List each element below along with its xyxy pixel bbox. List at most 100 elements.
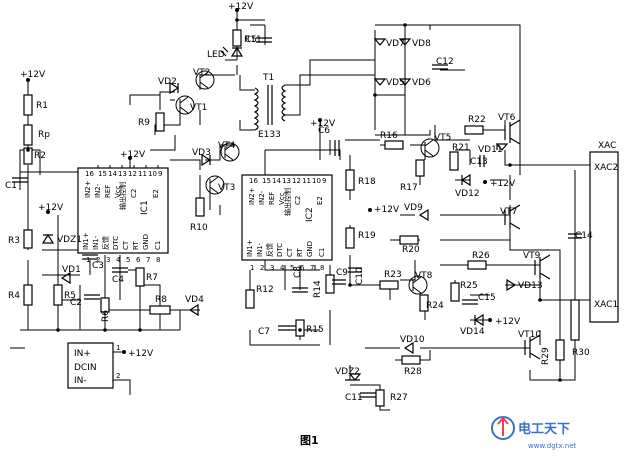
svg-text:XAC1: XAC1 [594, 300, 618, 310]
svg-text:1: 1 [116, 344, 120, 352]
svg-text:VT7: VT7 [500, 207, 517, 217]
svg-text:+12V: +12V [374, 205, 400, 215]
svg-text:VD5: VD5 [386, 78, 405, 88]
svg-text:VD14: VD14 [460, 327, 485, 337]
svg-text:R12: R12 [256, 285, 274, 295]
svg-text:R24: R24 [426, 301, 444, 311]
svg-text:5: 5 [290, 264, 294, 272]
ic-1: IC1 输出控制 IN2+ IN2- REF Vcc C2 E2 IN1+ IN… [77, 167, 169, 264]
svg-text:10: 10 [148, 170, 157, 178]
svg-text:3: 3 [270, 264, 274, 272]
svg-text:E133: E133 [258, 130, 281, 140]
svg-text:GND: GND [142, 234, 150, 250]
svg-text:DCIN: DCIN [74, 363, 97, 373]
svg-text:VT10: VT10 [518, 330, 541, 340]
output-connector: XAC XAC2 XAC1 [589, 141, 619, 323]
svg-text:C2: C2 [294, 196, 302, 205]
svg-text:VD9: VD9 [404, 203, 423, 213]
svg-text:R19: R19 [358, 231, 376, 241]
svg-text:R25: R25 [460, 281, 478, 291]
svg-text:+12V: +12V [120, 150, 146, 160]
svg-text:R2: R2 [34, 151, 46, 161]
svg-text:C15: C15 [478, 293, 496, 303]
svg-text:Vcc: Vcc [114, 185, 122, 198]
svg-text:XAC2: XAC2 [594, 163, 618, 173]
svg-text:VT9: VT9 [523, 251, 541, 261]
dcin-connector: IN+ DCIN IN- +12V 1 2 [67, 342, 154, 395]
svg-text:VT3: VT3 [218, 183, 235, 193]
svg-text:2: 2 [116, 372, 120, 380]
svg-text:VT4: VT4 [218, 141, 236, 151]
svg-text:C9: C9 [336, 268, 348, 278]
svg-text:C8: C8 [293, 266, 303, 278]
svg-text:6: 6 [136, 256, 141, 264]
svg-text:R30: R30 [572, 348, 590, 358]
ic2-name: IC2 [305, 207, 315, 222]
svg-text:IN2+: IN2+ [248, 187, 256, 205]
ic1-function: 输出控制 [118, 182, 127, 210]
svg-text:CT: CT [122, 240, 130, 250]
svg-text:R18: R18 [358, 177, 376, 187]
svg-text:VD13: VD13 [518, 281, 543, 291]
svg-text:DTC: DTC [276, 243, 284, 257]
svg-text:VD6: VD6 [412, 78, 431, 88]
svg-text:VT5: VT5 [434, 133, 451, 143]
capacitors: C1 C2 C3 C4 C5 C6 C7 C8 C9 C10 C11 C12 C… [5, 35, 593, 403]
svg-text:2: 2 [260, 264, 264, 272]
svg-text:+12V: +12V [310, 119, 336, 129]
junctions [26, 18, 562, 382]
svg-text:反馈: 反馈 [265, 243, 274, 257]
svg-text:R27: R27 [390, 393, 408, 403]
ic1-name: IC1 [140, 200, 150, 215]
transistors: VT1 VT2 VT3 VT4 VT5 VT6 VT7 VT8 VT9 VT10 [175, 68, 551, 360]
svg-text:C1: C1 [318, 248, 326, 257]
svg-text:C13: C13 [470, 157, 488, 167]
svg-text:15: 15 [262, 177, 271, 185]
svg-text:R20: R20 [402, 245, 420, 255]
svg-text:IN1-: IN1- [256, 242, 264, 257]
svg-text:7: 7 [146, 256, 150, 264]
svg-text:9: 9 [322, 177, 326, 185]
svg-text:R29: R29 [541, 347, 551, 365]
svg-text:3: 3 [106, 256, 110, 264]
svg-text:R22: R22 [468, 115, 486, 125]
svg-text:R26: R26 [472, 251, 490, 261]
svg-text:9: 9 [158, 170, 162, 178]
transformer-t1: T1 E133 [253, 73, 287, 140]
svg-text:4: 4 [116, 256, 121, 264]
svg-text:14: 14 [272, 177, 281, 185]
svg-text:IN2+: IN2+ [84, 180, 92, 198]
svg-text:5: 5 [126, 256, 130, 264]
svg-text:16: 16 [249, 177, 258, 185]
svg-text:LED: LED [207, 50, 225, 60]
svg-text:VD7: VD7 [386, 39, 405, 49]
svg-text:VD11: VD11 [478, 145, 503, 155]
svg-text:15: 15 [98, 170, 107, 178]
svg-text:C10: C10 [355, 267, 365, 285]
svg-text:C14: C14 [575, 231, 593, 241]
svg-text:Vcc: Vcc [278, 192, 286, 205]
svg-text:R11: R11 [244, 35, 262, 45]
svg-text:VT2: VT2 [193, 68, 210, 78]
svg-text:R15: R15 [306, 325, 324, 335]
svg-text:VT1: VT1 [190, 103, 207, 113]
watermark-url: www.dgtx.net [528, 442, 577, 450]
diodes: VDZ1 VD1 VD4 VD2 VD3 LED VD7 VD8 VD5 VD6… [41, 38, 543, 381]
svg-text:C2: C2 [70, 298, 82, 308]
svg-text:+12V: +12V [38, 203, 64, 213]
svg-text:11: 11 [138, 170, 147, 178]
svg-text:RT: RT [296, 248, 304, 257]
svg-text:12: 12 [128, 170, 137, 178]
watermark-logo: 电工天下 www.dgtx.net [491, 416, 577, 450]
svg-text:IN1+: IN1+ [246, 239, 254, 257]
svg-text:R10: R10 [190, 223, 208, 233]
svg-text:VD12: VD12 [455, 189, 480, 199]
svg-text:VD10: VD10 [400, 335, 425, 345]
svg-text:VD3: VD3 [192, 148, 211, 158]
svg-text:C4: C4 [112, 275, 124, 285]
svg-text:+12V: +12V [128, 349, 154, 359]
svg-text:C6: C6 [318, 126, 330, 136]
svg-text:RT: RT [132, 241, 140, 250]
svg-text:C11: C11 [345, 393, 363, 403]
